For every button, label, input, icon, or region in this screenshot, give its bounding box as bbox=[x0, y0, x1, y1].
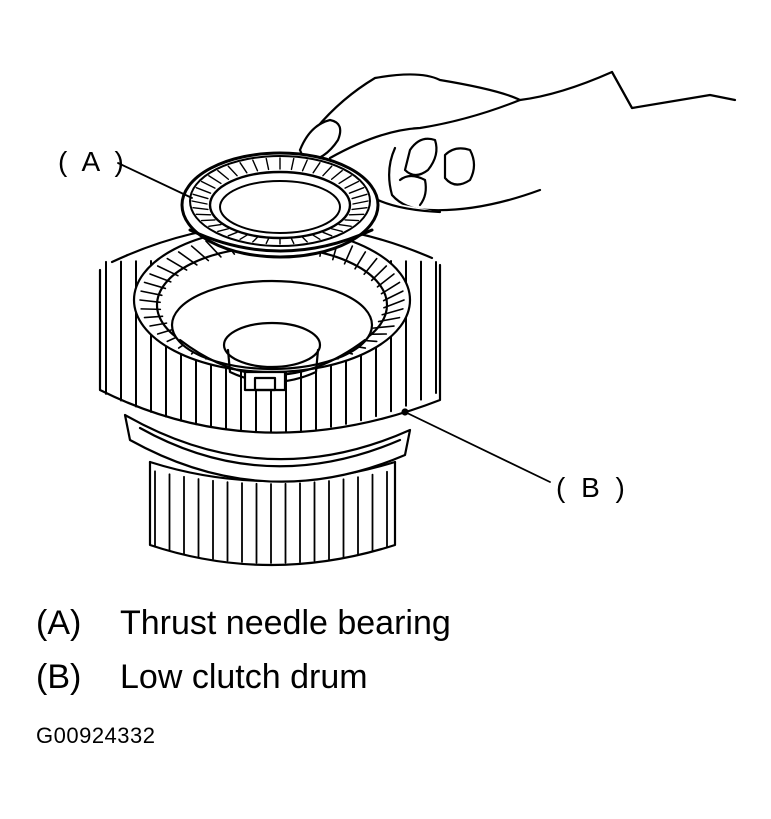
drum-lower-band bbox=[123, 413, 412, 483]
legend-key-a: (A) bbox=[36, 604, 82, 642]
thrust-needle-bearing bbox=[180, 151, 380, 259]
hand bbox=[298, 70, 737, 214]
leader-line-a bbox=[117, 162, 193, 199]
legend-key-b: (B) bbox=[36, 658, 82, 696]
leader-line-b bbox=[404, 411, 551, 483]
legend-label-b: Low clutch drum bbox=[120, 658, 368, 696]
legend-label-a: Thrust needle bearing bbox=[120, 604, 451, 642]
clutch-drum-illustration bbox=[98, 70, 737, 567]
callout-label-b: ( B ) bbox=[556, 472, 629, 503]
lower-hub-gear bbox=[148, 460, 397, 567]
legend-row-b: (B) Low clutch drum bbox=[36, 660, 368, 694]
legend-row-a: (A) Thrust needle bearing bbox=[36, 606, 451, 640]
inner-ring-gear bbox=[132, 226, 412, 392]
callout-label-a: ( A ) bbox=[58, 146, 128, 177]
figure-code: G00924332 bbox=[36, 723, 156, 748]
leader-dot-b bbox=[401, 408, 409, 416]
